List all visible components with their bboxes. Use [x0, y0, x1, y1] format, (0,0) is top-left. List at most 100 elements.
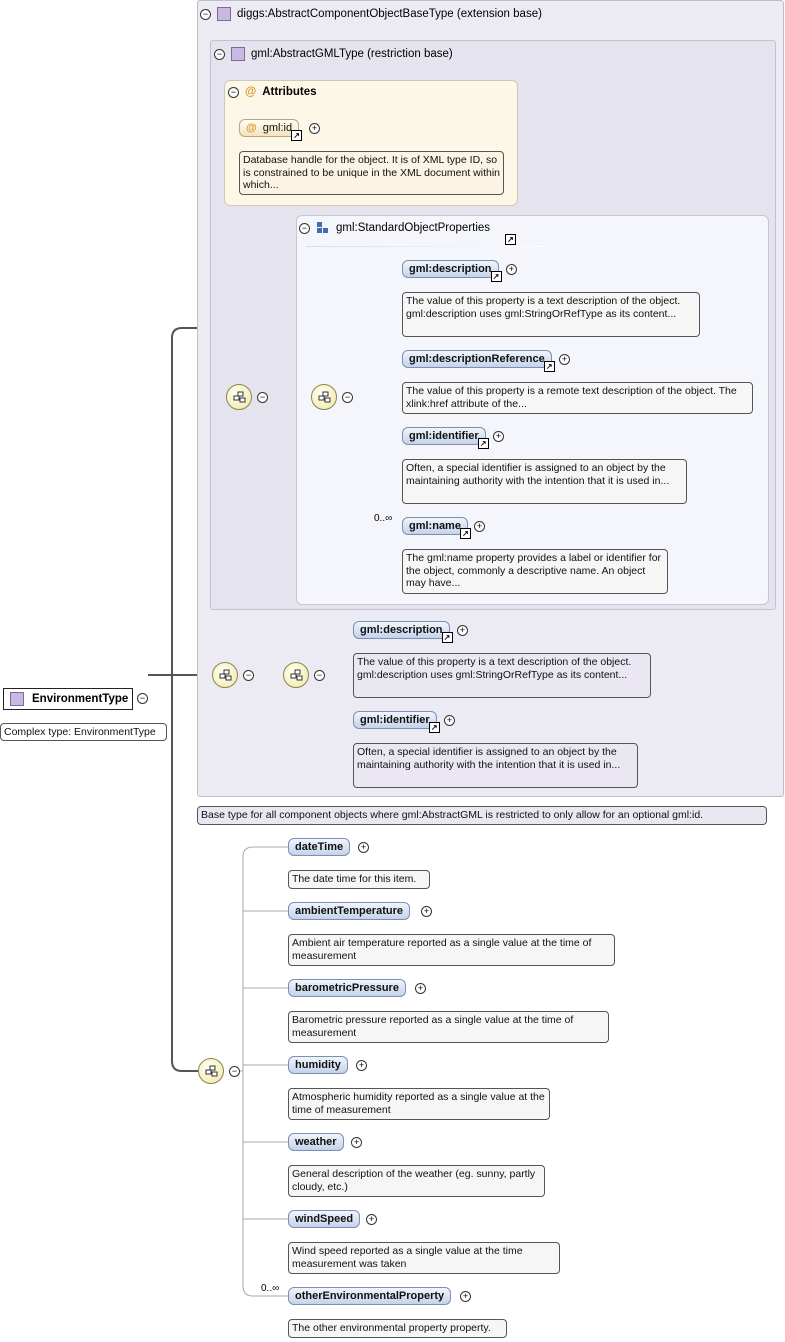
plus-circle-icon[interactable]: +: [506, 264, 517, 275]
sequence-icon: [311, 384, 337, 410]
attribute-gml-id[interactable]: @ gml:id ↗: [239, 119, 303, 141]
element-label: humidity: [295, 1059, 341, 1071]
plus-circle-icon[interactable]: +: [415, 983, 426, 994]
root-type-caption: Complex type: EnvironmentType: [0, 723, 167, 741]
extension-doc: Base type for all component objects wher…: [197, 806, 767, 825]
plus-circle-icon[interactable]: +: [474, 521, 485, 532]
element-label: gml:descriptionReference: [409, 353, 545, 365]
collapse-icon[interactable]: −: [299, 222, 310, 234]
arrow-link-icon[interactable]: ↗: [428, 722, 440, 733]
group-element[interactable]: gml:descriptionReference↗: [402, 350, 555, 372]
element-other-environmental-property[interactable]: otherEnvironmentalProperty: [288, 1287, 452, 1305]
element-doc: Atmospheric humidity reported as a singl…: [288, 1088, 550, 1120]
element-doc: The gml:name property provides a label o…: [402, 549, 668, 594]
plus-circle-icon[interactable]: +: [351, 1137, 362, 1148]
occurrence-label: 0..∞: [261, 1283, 280, 1294]
element-doc: Wind speed reported as a single value at…: [288, 1242, 560, 1274]
group-element[interactable]: gml:name↗: [402, 517, 471, 539]
element-doc: Barometric pressure reported as a single…: [288, 1011, 609, 1043]
plus-circle-icon[interactable]: +: [356, 1060, 367, 1071]
root-type[interactable]: EnvironmentType: [3, 688, 133, 710]
attributes-title: Attributes: [262, 86, 317, 98]
element-label: windSpeed: [295, 1213, 354, 1225]
plus-circle-icon[interactable]: +: [309, 123, 320, 134]
element-label: barometricPressure: [295, 982, 399, 994]
element-doc: Ambient air temperature reported as a si…: [288, 934, 615, 966]
group-element[interactable]: gml:identifier↗: [402, 427, 489, 449]
plus-circle-icon[interactable]: +: [444, 715, 455, 726]
plus-circle-icon[interactable]: +: [366, 1214, 377, 1225]
attribute-at-icon: @: [245, 86, 257, 98]
sequence-icon: [226, 384, 252, 410]
attributes-header: − @ Attributes: [228, 86, 317, 98]
group-header: − gml:StandardObjectProperties: [299, 222, 490, 234]
element-humidity[interactable]: humidity: [288, 1056, 348, 1074]
attribute-doc: Database handle for the object. It is of…: [239, 151, 504, 195]
element-doc: The value of this property is a text des…: [353, 653, 651, 698]
arrow-link-icon[interactable]: ↗: [441, 632, 453, 643]
collapse-icon[interactable]: −: [228, 86, 239, 98]
element-label: otherEnvironmentalProperty: [295, 1290, 445, 1302]
arrow-link-icon[interactable]: ↗: [477, 438, 489, 449]
element-doc: The date time for this item.: [288, 870, 430, 889]
element-datetime[interactable]: dateTime: [288, 838, 351, 856]
element-barometric-pressure[interactable]: barometricPressure: [288, 979, 406, 997]
element-doc: The value of this property is a text des…: [402, 292, 700, 337]
group-header-rule: [306, 246, 546, 247]
plus-circle-icon[interactable]: +: [493, 431, 504, 442]
ext-element[interactable]: gml:identifier↗: [353, 711, 440, 733]
arrow-link-icon[interactable]: ↗: [505, 234, 516, 245]
arrow-link-icon[interactable]: ↗: [490, 271, 502, 282]
arrow-link-icon[interactable]: ↗: [459, 528, 471, 539]
element-label: gml:identifier: [409, 430, 479, 442]
group-icon: [316, 222, 330, 234]
extension-base-title: diggs:AbstractComponentObjectBaseType (e…: [237, 8, 542, 20]
arrow-link-icon[interactable]: ↗: [291, 130, 303, 141]
plus-circle-icon[interactable]: +: [421, 906, 432, 917]
plus-circle-icon[interactable]: +: [358, 842, 369, 853]
complex-type-icon: [10, 692, 24, 706]
minus-circle-icon[interactable]: −: [243, 670, 254, 681]
element-label: gml:description: [360, 624, 443, 636]
restriction-base-header: − gml:AbstractGMLType (restriction base): [214, 47, 453, 61]
sequence-icon: [283, 662, 309, 688]
ext-element[interactable]: gml:description↗: [353, 621, 453, 643]
group-element[interactable]: gml:description↗: [402, 260, 502, 282]
minus-circle-icon[interactable]: −: [314, 670, 325, 681]
element-weather[interactable]: weather: [288, 1133, 344, 1151]
element-label: ambientTemperature: [295, 905, 403, 917]
complex-type-icon: [217, 7, 231, 21]
attribute-label: gml:id: [262, 122, 293, 134]
occurrence-label: 0..∞: [374, 513, 393, 524]
element-label: gml:name: [409, 520, 461, 532]
group-title: gml:StandardObjectProperties: [336, 222, 491, 234]
minus-circle-icon[interactable]: −: [342, 392, 353, 403]
collapse-icon[interactable]: −: [214, 48, 225, 60]
arrow-link-icon[interactable]: ↗: [543, 361, 555, 372]
root-type-name: EnvironmentType: [32, 693, 129, 705]
plus-circle-icon[interactable]: +: [559, 354, 570, 365]
element-doc: Often, a special identifier is assigned …: [353, 743, 638, 788]
element-doc: General description of the weather (eg. …: [288, 1165, 545, 1197]
minus-circle-icon[interactable]: −: [257, 392, 268, 403]
complex-type-icon: [231, 47, 245, 61]
plus-circle-icon[interactable]: +: [457, 625, 468, 636]
element-label: weather: [295, 1136, 337, 1148]
sequence-icon: [198, 1058, 224, 1084]
element-doc: The other environmental property propert…: [288, 1319, 507, 1338]
extension-base-header: − diggs:AbstractComponentObjectBaseType …: [200, 7, 542, 21]
element-wind-speed[interactable]: windSpeed: [288, 1210, 361, 1228]
element-doc: The value of this property is a remote t…: [402, 382, 753, 414]
plus-circle-icon[interactable]: +: [460, 1291, 471, 1302]
element-ambient-temperature[interactable]: ambientTemperature: [288, 902, 410, 920]
element-doc: Often, a special identifier is assigned …: [402, 459, 687, 504]
element-label: gml:description: [409, 263, 492, 275]
attribute-at-icon: @: [246, 122, 257, 134]
element-label: dateTime: [295, 841, 344, 853]
minus-circle-icon[interactable]: −: [137, 693, 148, 704]
restriction-base-title: gml:AbstractGMLType (restriction base): [251, 48, 453, 60]
collapse-icon[interactable]: −: [200, 8, 211, 20]
sequence-icon: [212, 662, 238, 688]
minus-circle-icon[interactable]: −: [229, 1066, 240, 1077]
element-label: gml:identifier: [360, 714, 430, 726]
